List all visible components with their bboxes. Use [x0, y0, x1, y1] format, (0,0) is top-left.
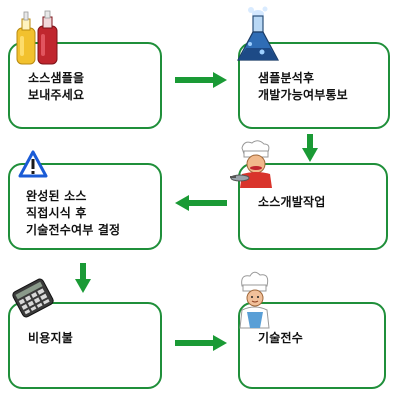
arrow-right-1 — [175, 72, 227, 88]
lab-flask-icon — [236, 6, 280, 61]
arrow-left-1 — [175, 195, 227, 211]
step-label-3: 소스개발작업 — [258, 195, 326, 209]
step-label-1: 소스샘플을 보내주세요 — [28, 71, 85, 102]
chef-icon — [239, 271, 270, 329]
step-label-2: 샘플분석후 개발가능여부통보 — [258, 71, 348, 102]
step-label-6: 기술전수 — [258, 331, 303, 345]
step-label-5: 비용지불 — [28, 331, 73, 345]
arrow-down-1 — [302, 134, 318, 162]
step-box-5 — [8, 302, 162, 389]
sauce-bottles-icon — [16, 10, 58, 65]
arrow-down-2 — [75, 263, 91, 293]
warning-triangle-icon — [18, 150, 48, 178]
calculator-icon — [12, 278, 54, 318]
arrow-right-2 — [175, 335, 227, 351]
chef-cooking-icon — [230, 140, 272, 188]
step-label-4: 완성된 소스 직접시식 후 기술전수여부 결정 — [26, 189, 121, 237]
